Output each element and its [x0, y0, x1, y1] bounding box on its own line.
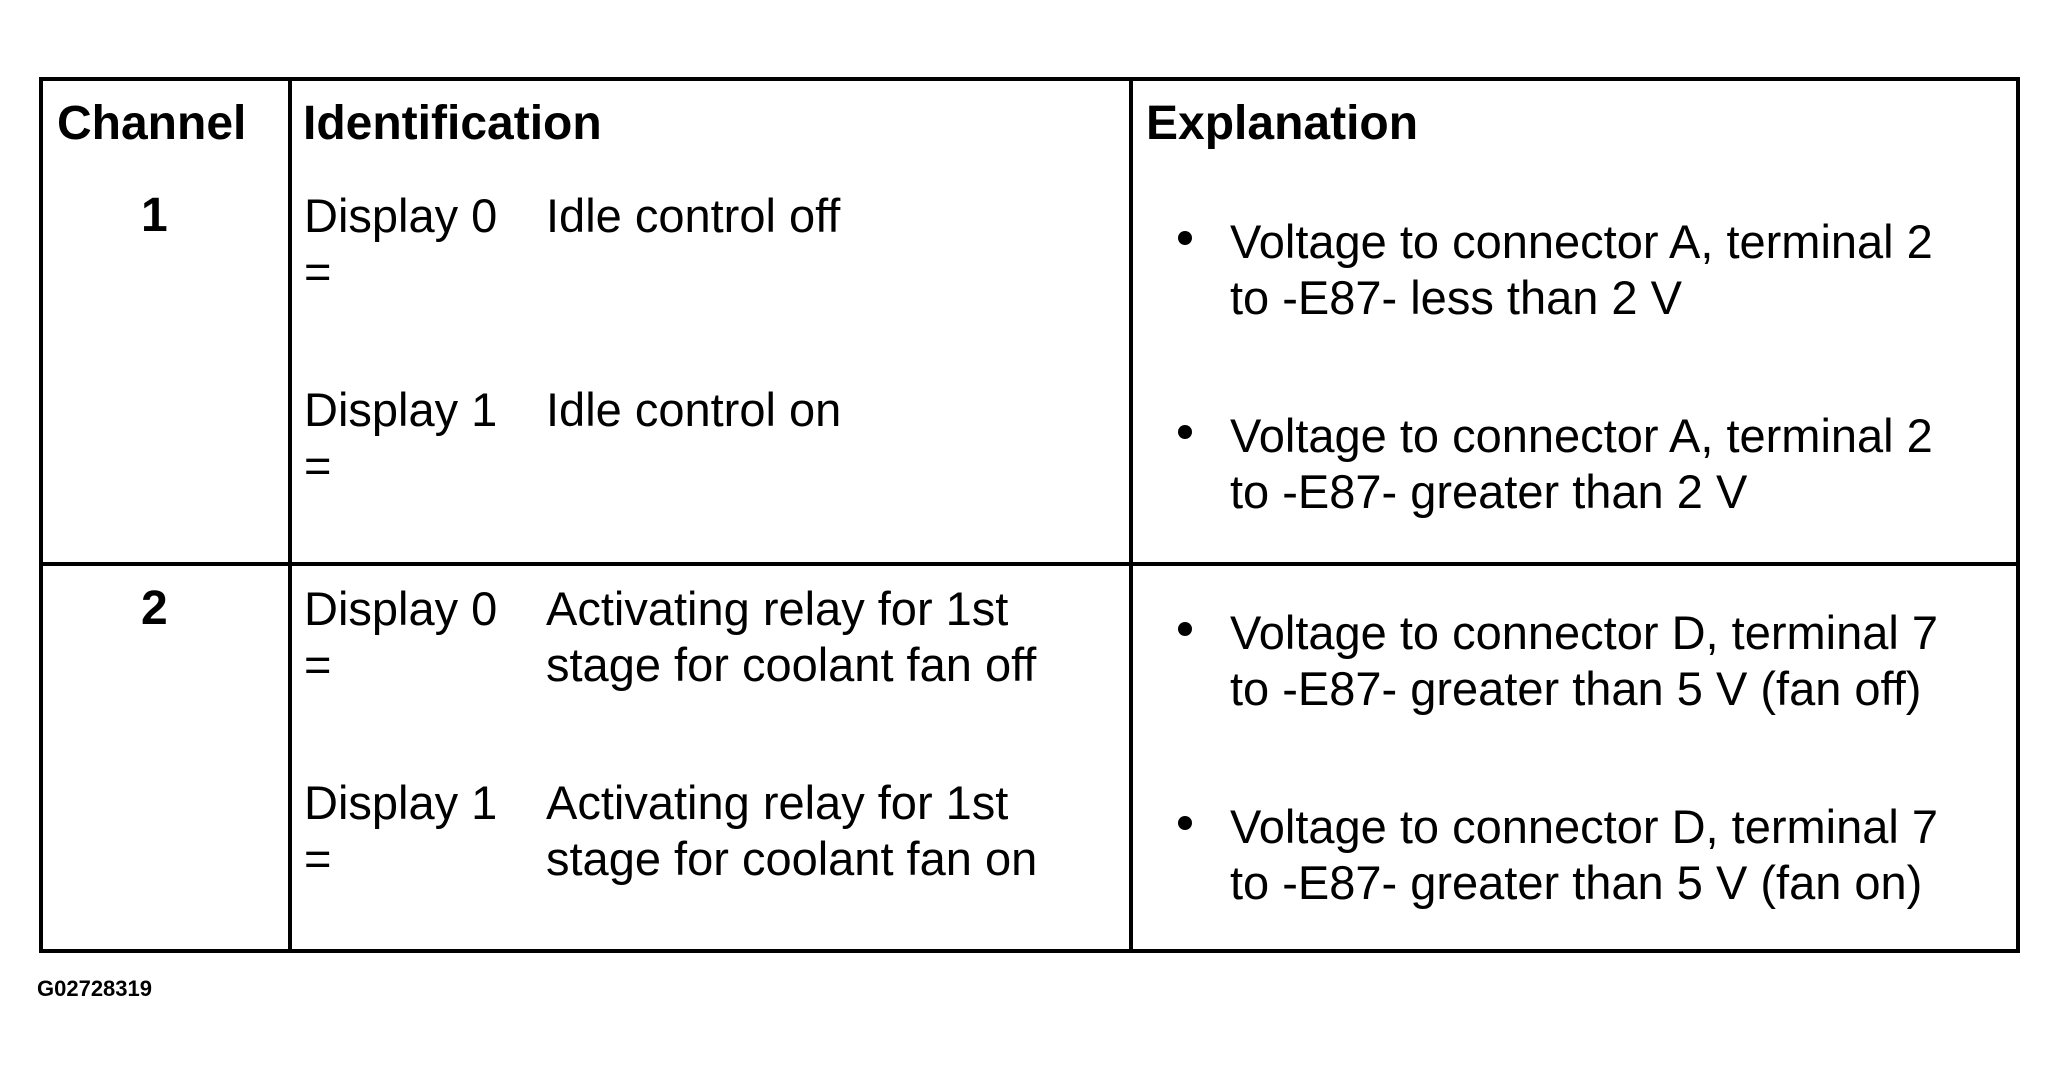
column-divider-2 [1129, 81, 1133, 949]
display-label: Display 1 [304, 383, 498, 436]
channel-number: 2 [141, 582, 168, 635]
explanation-line: Voltage to connector A, terminal 2 [1230, 215, 1933, 268]
display-equals: = [304, 245, 332, 298]
figure-id: G02728319 [37, 976, 152, 1001]
bullet-icon [1178, 622, 1192, 636]
identification-description: stage for coolant fan off [546, 638, 1037, 691]
column-divider-1 [288, 81, 292, 949]
display-label: Display 0 [304, 189, 498, 242]
display-equals: = [304, 832, 332, 885]
row-divider [43, 562, 2016, 566]
identification-description: Activating relay for 1st [546, 582, 1009, 635]
identification-description: Idle control on [546, 383, 842, 436]
header-identification: Identification [303, 97, 602, 150]
display-label: Display 1 [304, 776, 498, 829]
identification-description: stage for coolant fan on [546, 832, 1038, 885]
explanation-line: Voltage to connector D, terminal 7 [1230, 800, 1939, 853]
display-equals: = [304, 638, 332, 691]
bullet-icon [1178, 425, 1192, 439]
display-equals: = [304, 439, 332, 492]
explanation-line: Voltage to connector A, terminal 2 [1230, 409, 1933, 462]
explanation-line: to -E87- greater than 5 V (fan on) [1230, 856, 1923, 909]
bullet-icon [1178, 231, 1192, 245]
explanation-line: to -E87- greater than 2 V [1230, 465, 1748, 518]
explanation-line: Voltage to connector D, terminal 7 [1230, 606, 1939, 659]
identification-description: Idle control off [546, 189, 841, 242]
bullet-icon [1178, 816, 1192, 830]
display-label: Display 0 [304, 582, 498, 635]
explanation-line: to -E87- less than 2 V [1230, 271, 1682, 324]
channel-number: 1 [141, 189, 168, 242]
explanation-line: to -E87- greater than 5 V (fan off) [1230, 662, 1922, 715]
header-explanation: Explanation [1146, 97, 1419, 150]
info-table [39, 77, 2020, 953]
identification-description: Activating relay for 1st [546, 776, 1009, 829]
header-channel: Channel [57, 97, 247, 150]
